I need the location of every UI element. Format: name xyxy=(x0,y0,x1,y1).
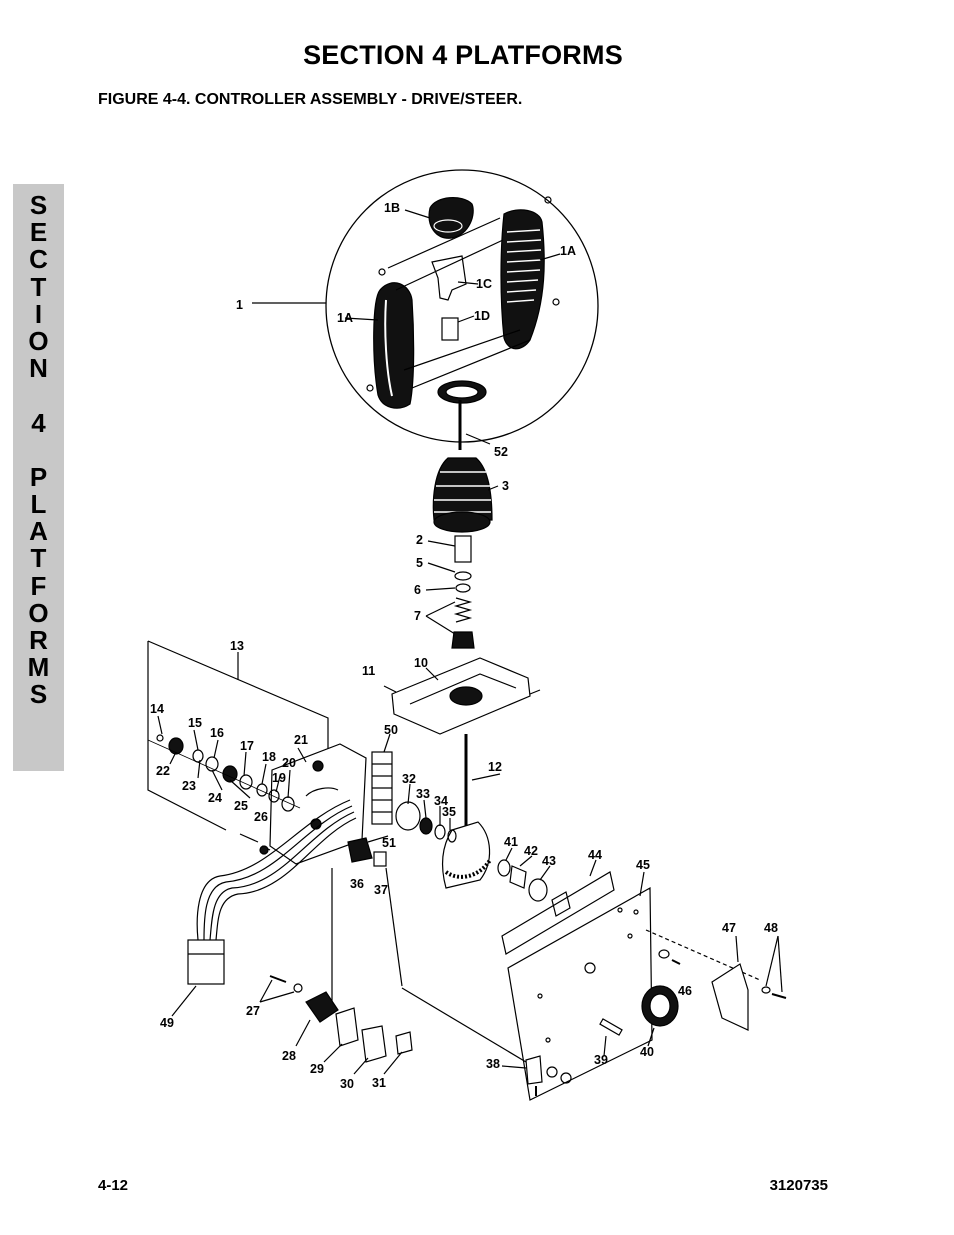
callout-1c: 1C xyxy=(476,277,492,291)
callout-37: 37 xyxy=(374,883,388,897)
side-tab-letter: S xyxy=(29,190,48,220)
terminal-block xyxy=(371,751,393,825)
spring xyxy=(453,597,473,623)
figure-title: FIGURE 4-4. CONTROLLER ASSEMBLY - DRIVE/… xyxy=(98,91,523,108)
callout-22: 22 xyxy=(156,764,170,778)
callout-5: 5 xyxy=(416,556,423,570)
callout-20: 20 xyxy=(282,756,296,770)
page-number: 4-12 xyxy=(98,1177,129,1194)
handle-switch xyxy=(441,317,459,341)
callout-2: 2 xyxy=(416,533,423,547)
callout-47: 47 xyxy=(722,921,736,935)
callout-31: 31 xyxy=(372,1076,386,1090)
callout-26: 26 xyxy=(254,810,268,824)
callout-13: 13 xyxy=(230,639,244,653)
callout-1: 1 xyxy=(236,298,243,312)
callout-33: 33 xyxy=(416,787,430,801)
callout-29: 29 xyxy=(310,1062,324,1076)
callout-21: 21 xyxy=(294,733,308,747)
callout-11: 11 xyxy=(362,664,375,678)
callout-48: 48 xyxy=(764,921,778,935)
lever-gear xyxy=(442,821,491,889)
mounting-plate-45 xyxy=(507,886,653,1101)
side-tab-letter: E xyxy=(29,217,48,248)
side-tab-letter: M xyxy=(27,652,50,683)
side-tab-letter: C xyxy=(29,244,48,275)
spring-cap xyxy=(451,631,475,649)
callout-50: 50 xyxy=(384,723,398,737)
callout-43: 43 xyxy=(542,854,556,868)
callout-28: 28 xyxy=(282,1049,296,1063)
spacer xyxy=(454,535,472,563)
callout-23: 23 xyxy=(182,779,196,793)
washer-6 xyxy=(455,583,471,593)
callout-19: 19 xyxy=(272,771,286,785)
callout-1d: 1D xyxy=(474,309,490,323)
handle-knob xyxy=(428,197,474,239)
callout-41: 41 xyxy=(504,835,518,849)
side-tab-letter: L xyxy=(30,489,47,520)
callout-6: 6 xyxy=(414,583,421,597)
callout-1a-right: 1A xyxy=(560,244,576,258)
potentiometer xyxy=(347,837,373,863)
side-tab-letter: T xyxy=(30,271,47,302)
rubber-boot xyxy=(432,457,493,521)
callout-34: 34 xyxy=(434,794,448,808)
callout-1a-left: 1A xyxy=(337,311,353,325)
detail-circle xyxy=(325,169,599,443)
callout-38: 38 xyxy=(486,1057,500,1071)
callout-52: 52 xyxy=(494,445,508,459)
gasket-plate xyxy=(501,871,615,955)
side-tab-letter: F xyxy=(30,570,47,601)
side-tab-letter: T xyxy=(30,543,47,574)
callout-45: 45 xyxy=(636,858,650,872)
side-tab-letter: S xyxy=(29,679,48,710)
callout-24: 24 xyxy=(208,791,222,805)
callout-36: 36 xyxy=(350,877,364,891)
callout-7: 7 xyxy=(414,609,421,623)
side-tab-letter: R xyxy=(29,625,48,655)
callout-10: 10 xyxy=(414,656,428,670)
callout-46: 46 xyxy=(678,984,692,998)
side-tab-letter: I xyxy=(34,298,43,329)
callout-30: 30 xyxy=(340,1077,354,1091)
callout-12: 12 xyxy=(488,760,502,774)
side-tab-letter: P xyxy=(29,461,48,492)
callout-3: 3 xyxy=(502,479,509,493)
callout-42: 42 xyxy=(524,844,538,858)
side-tab-letter: O xyxy=(28,325,49,356)
callout-27: 27 xyxy=(246,1004,260,1018)
callout-32: 32 xyxy=(402,772,416,786)
handle-bracket xyxy=(431,255,467,301)
callout-15: 15 xyxy=(188,716,202,730)
section-title: SECTION 4 PLATFORMS xyxy=(303,40,623,70)
callout-17: 17 xyxy=(240,739,254,753)
micro-switch xyxy=(305,991,339,1023)
callout-16: 16 xyxy=(210,726,224,740)
side-tab-letter: N xyxy=(29,353,48,384)
wire-connector xyxy=(187,939,225,985)
handle-half-left xyxy=(373,282,415,409)
washer-5 xyxy=(454,571,472,581)
document-number: 3120735 xyxy=(769,1177,828,1194)
side-tab-letter: O xyxy=(28,597,49,628)
side-tab-letter: A xyxy=(29,516,48,547)
callout-51: 51 xyxy=(382,836,396,850)
callout-1b: 1B xyxy=(384,201,400,215)
callout-14: 14 xyxy=(150,702,164,716)
callout-49: 49 xyxy=(160,1016,174,1030)
callout-40: 40 xyxy=(640,1045,654,1059)
callout-44: 44 xyxy=(588,848,602,862)
callout-39: 39 xyxy=(594,1053,608,1067)
callout-35: 35 xyxy=(442,805,456,819)
side-tab-letter: 4 xyxy=(31,407,46,438)
callout-18: 18 xyxy=(262,750,276,764)
callout-25: 25 xyxy=(234,799,248,813)
switch-cover xyxy=(711,963,749,1031)
